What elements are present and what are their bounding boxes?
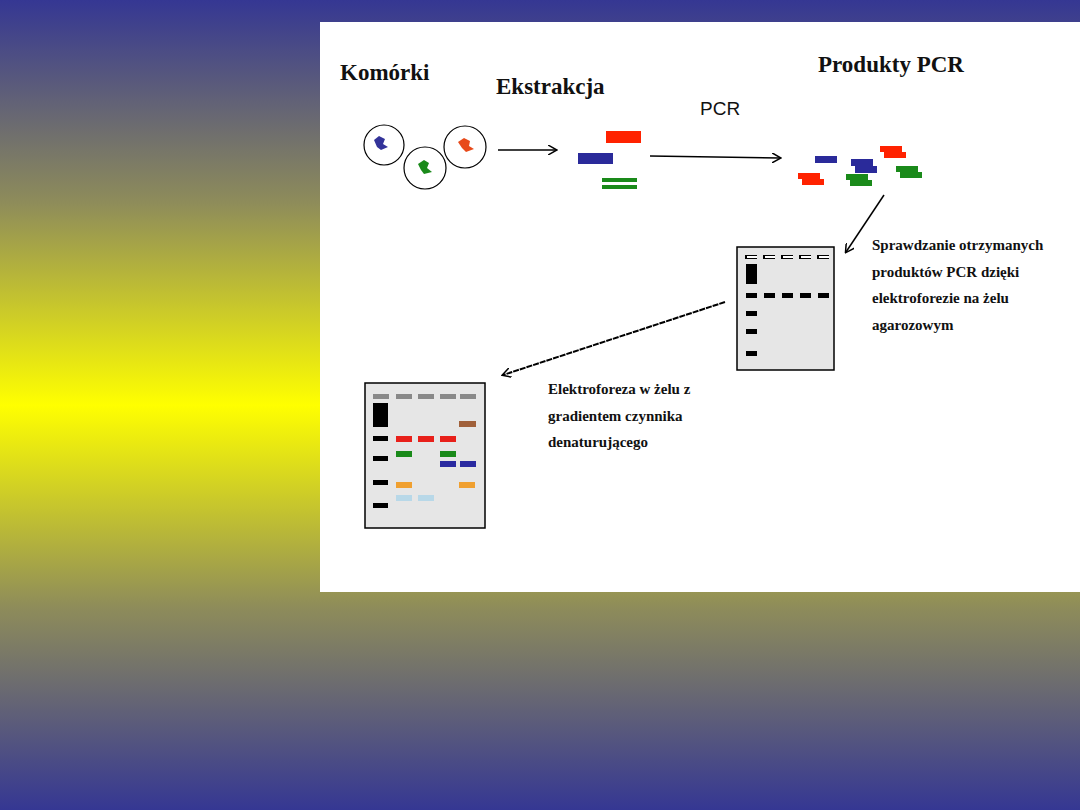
cells bbox=[364, 125, 486, 189]
agarose-gel bbox=[737, 247, 834, 370]
stage-label: Produkty PCR bbox=[818, 50, 1018, 80]
stage-label: PCR bbox=[700, 97, 760, 121]
stage-label: Komórki bbox=[340, 58, 490, 88]
green-dna bbox=[418, 160, 432, 174]
dgge-gel bbox=[365, 383, 485, 528]
green-fragment bbox=[602, 178, 637, 182]
blue-dna bbox=[374, 136, 388, 150]
green-fragment bbox=[602, 185, 637, 189]
pcr-products bbox=[798, 146, 922, 186]
stage-label: Ekstrakcja bbox=[496, 72, 646, 102]
step-note: Elektroforeza w żelu z gradientem czynni… bbox=[548, 376, 728, 456]
blue-fragment bbox=[578, 153, 613, 164]
red-dna bbox=[458, 138, 474, 152]
step-note: Sprawdzanie otrzymanych produktów PCR dz… bbox=[872, 232, 1062, 338]
red-fragment bbox=[606, 131, 641, 143]
flow-arrows bbox=[498, 150, 884, 375]
